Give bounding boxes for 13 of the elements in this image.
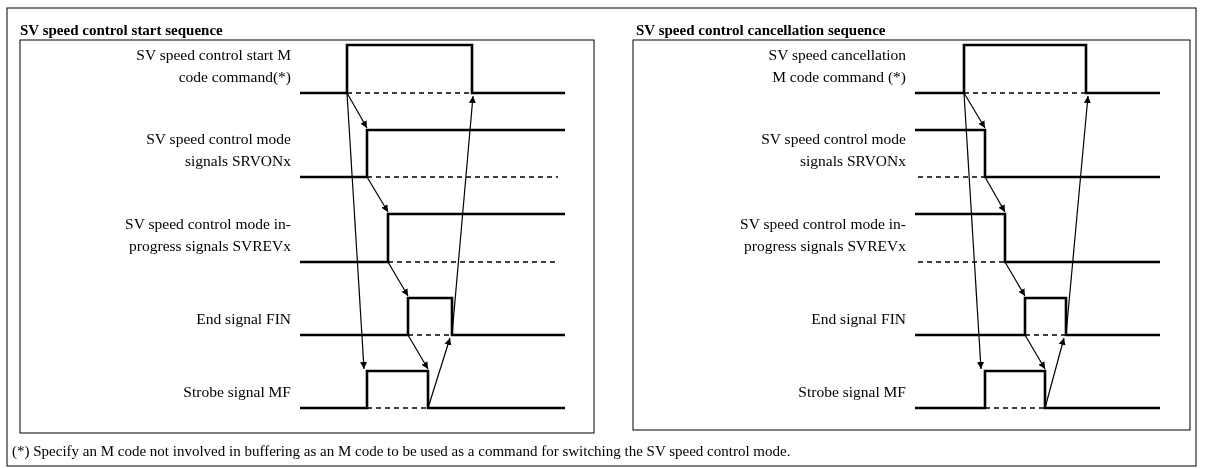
signal-label: End signal FIN (195, 309, 291, 329)
footnote: (*) Specify an M code not involved in buffering as an M code to be used as a command for switching the SV speed control mode. (12, 443, 791, 460)
signal-label: Strobe signal MF (182, 382, 291, 402)
signal-label: End signal FIN (810, 309, 906, 329)
signal-label: SV speed control mode signals SRVONx (760, 129, 906, 171)
signal-label: SV speed control mode signals SRVONx (145, 129, 291, 171)
signal-label: Strobe signal MF (797, 382, 906, 402)
panel-title: SV speed control start sequence (20, 22, 223, 38)
signal-label: SV speed control start M code command(*) (135, 45, 291, 87)
signal-label: SV speed control mode in-progress signals SVREVx (739, 214, 906, 256)
signal-label: SV speed cancellation M code command (*) (767, 45, 906, 87)
signal-label: SV speed control mode in-progress signals SVREVx (124, 214, 291, 256)
panel-title: SV speed control cancellation sequence (636, 22, 886, 38)
